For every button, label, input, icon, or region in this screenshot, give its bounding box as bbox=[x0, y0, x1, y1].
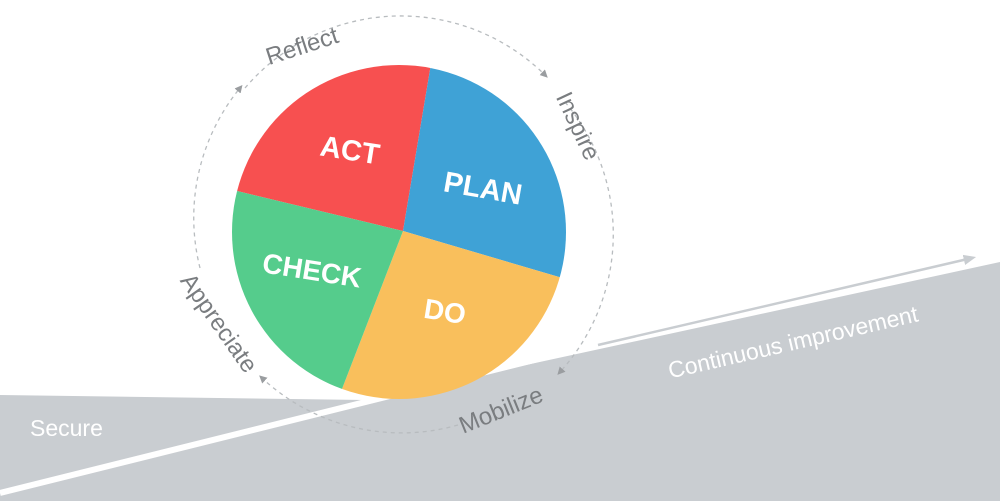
label-do: DO bbox=[422, 293, 468, 330]
improvement-arrow bbox=[597, 254, 977, 347]
ring-arc-left bbox=[193, 84, 243, 269]
segment-check bbox=[232, 170, 403, 399]
label-reflect: Reflect bbox=[262, 22, 342, 71]
ring-arc-bottom bbox=[259, 375, 459, 434]
ring-arc-top bbox=[244, 15, 548, 89]
ring-arc-right bbox=[557, 101, 614, 375]
segment-act bbox=[232, 65, 435, 231]
label-secure: Secure bbox=[30, 415, 103, 441]
slope-ground bbox=[0, 262, 1000, 501]
label-inspire: Inspire bbox=[550, 88, 605, 165]
